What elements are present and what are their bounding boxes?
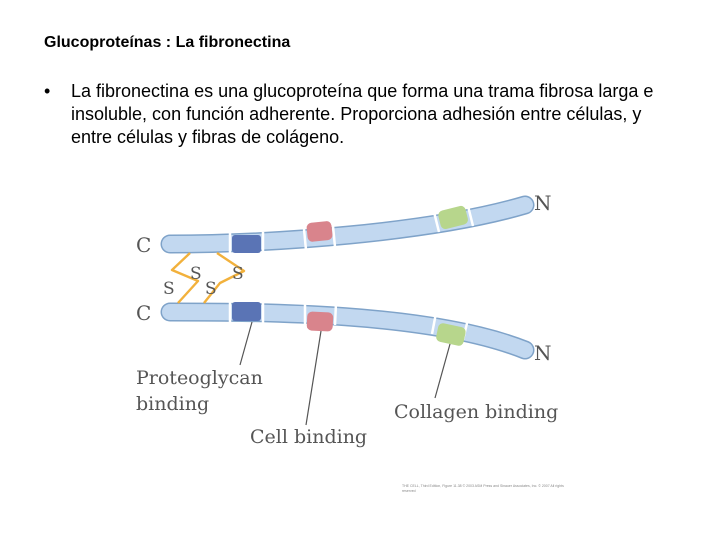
disulfide-s-label: S xyxy=(205,279,217,299)
disulfide-bond xyxy=(203,252,246,304)
cell-binding-leader-line xyxy=(305,330,322,426)
top-strand-gap xyxy=(466,205,475,227)
slide-title: Glucoproteínas : La fibronectina xyxy=(44,34,291,51)
n-terminus-label: N xyxy=(534,191,552,215)
cell-domain-bottom xyxy=(306,311,334,332)
disulfide-s-label: S xyxy=(190,264,202,284)
proteoglycan-domain-bottom xyxy=(232,302,261,321)
n-terminus-label: N xyxy=(534,341,552,365)
collagen-binding-leader-line xyxy=(434,343,451,399)
top-strand-gap xyxy=(302,228,308,251)
bullet-marker: • xyxy=(44,81,51,101)
top-strand xyxy=(162,197,533,252)
cell-binding-label: Cell binding xyxy=(250,426,367,448)
proteoglycan-binding-label: binding xyxy=(136,393,209,415)
figure-credit: THE CELL, Third Edition, Figure 11.38 © … xyxy=(402,484,564,493)
collagen-binding-label: Collagen binding xyxy=(394,401,558,423)
disulfide-bond xyxy=(170,252,200,304)
collagen-domain-top xyxy=(438,205,468,230)
collagen-domain-bottom xyxy=(436,323,466,346)
top-strand-gap xyxy=(432,211,441,233)
bottom-strand-gap xyxy=(430,312,438,335)
disulfide-s-label: S xyxy=(163,279,175,299)
bottom-strand-gap xyxy=(333,302,338,326)
top-strand-gap xyxy=(331,225,337,248)
c-terminus-label: C xyxy=(136,301,151,325)
proteoglycan-binding-label: Proteoglycan xyxy=(136,367,263,389)
proteoglycan-domain-top xyxy=(232,235,261,253)
c-terminus-label: C xyxy=(136,233,151,257)
disulfide-s-label: S xyxy=(232,264,244,284)
bottom-strand xyxy=(162,304,533,358)
bullet-text: La fibronectina es una glucoproteína que… xyxy=(71,81,654,147)
bullet-point: • La fibronectina es una glucoproteína q… xyxy=(44,80,684,149)
proteoglycan-leader-line xyxy=(239,321,253,366)
cell-domain-top xyxy=(306,221,333,242)
